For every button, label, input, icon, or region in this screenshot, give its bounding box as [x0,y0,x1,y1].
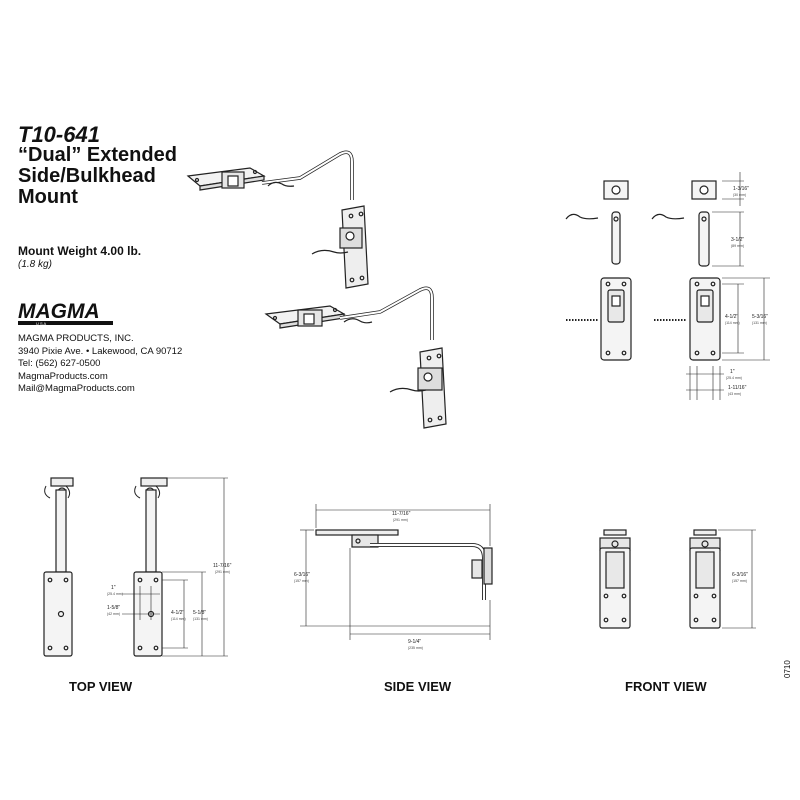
side-dim-11-7-16-mm: (291 mm) [393,518,408,522]
dim-4-1-2: 4-1/2" [725,314,738,320]
dim-1-11-16-mm: (43 mm) [728,392,741,396]
side-dim-9-1-4-mm: (235 mm) [408,646,423,650]
company-info: MAGMA PRODUCTS, INC. 3940 Pixie Ave. • L… [18,333,182,396]
mount-weight-metric: (1.8 kg) [18,259,52,270]
dim-1-3-16-mm: (30 mm) [733,193,746,197]
parts-column-a [565,180,632,361]
top-dim-1-mm: (25.4 mm) [107,592,123,596]
top-view-drawing-b [122,477,228,657]
iso-mount-lower [264,286,447,429]
iso-mount-upper [186,150,369,289]
top-dim-1-5-8: 1-5/8" [107,605,120,611]
dim-3-1-2: 3-1/2" [731,237,744,243]
top-dim-5-1-8-mm: (131 mm) [193,617,208,621]
side-dim-9-1-4: 9-1/4" [408,639,421,645]
company-tel: Tel: (562) 627-0500 [18,358,101,369]
top-view-drawing-a [43,477,74,657]
front-dim-6-3-16-mm: (157 mm) [732,579,747,583]
side-view-label: SIDE VIEW [384,679,452,694]
top-dim-1: 1" [111,585,116,591]
dim-1: 1" [730,369,735,375]
dim-3-1-2-mm: (89 mm) [731,244,744,248]
dim-5-3-16: 5-3/16" [752,314,768,320]
side-dim-6-3-16-mm: (157 mm) [294,579,309,583]
side-view-drawing [300,504,493,640]
dim-4-1-2-mm: (114 mm) [725,321,740,325]
front-view-drawing-a [599,529,631,629]
top-dim-11-7-16: 11-7/16" [213,563,232,569]
company-web[interactable]: MagmaProducts.com [18,370,108,382]
dim-1-mm: (25.4 mm) [726,376,742,380]
side-dim-6-3-16: 6-3/16" [294,572,310,578]
mount-weight: Mount Weight 4.00 lb. [18,244,142,258]
top-dim-4-1-2-mm: (114 mm) [171,617,186,621]
product-title: T10-641 “Dual” Extended Side/Bulkhead Mo… [18,124,177,208]
top-dim-5-1-8: 5-1/8" [193,610,206,616]
company-mail[interactable]: Mail@MagmaProducts.com [18,383,135,394]
dim-1-3-16: 1-3/16" [733,186,749,192]
company-name: MAGMA PRODUCTS, INC. [18,333,134,344]
company-address: 3940 Pixie Ave. • Lakewood, CA 90712 [18,345,183,357]
title-line-2: Side/Bulkhead [18,165,156,187]
front-view-label: FRONT VIEW [625,679,707,694]
top-view-label: TOP VIEW [69,679,133,694]
parts-column-b [651,172,770,400]
dim-5-3-16-mm: (131 mm) [752,321,767,325]
logo-text: MAGMA [18,300,100,323]
logo-sub: U S A [36,321,47,326]
side-dim-11-7-16: 11-7/16" [392,511,411,517]
title-line-3: Mount [18,186,78,208]
front-view-drawing-b [689,529,756,629]
top-dim-11-7-16-mm: (291 mm) [215,570,230,574]
magma-logo: MAGMA U S A [18,300,118,335]
dim-1-11-16: 1-11/16" [728,385,747,391]
front-dim-6-3-16: 6-3/16" [732,572,748,578]
top-dim-4-1-2: 4-1/2" [171,610,184,616]
title-line-1: “Dual” Extended [18,144,177,166]
top-dim-1-5-8-mm: (42 mm) [107,612,120,616]
model-number: T10-641 [18,122,100,147]
